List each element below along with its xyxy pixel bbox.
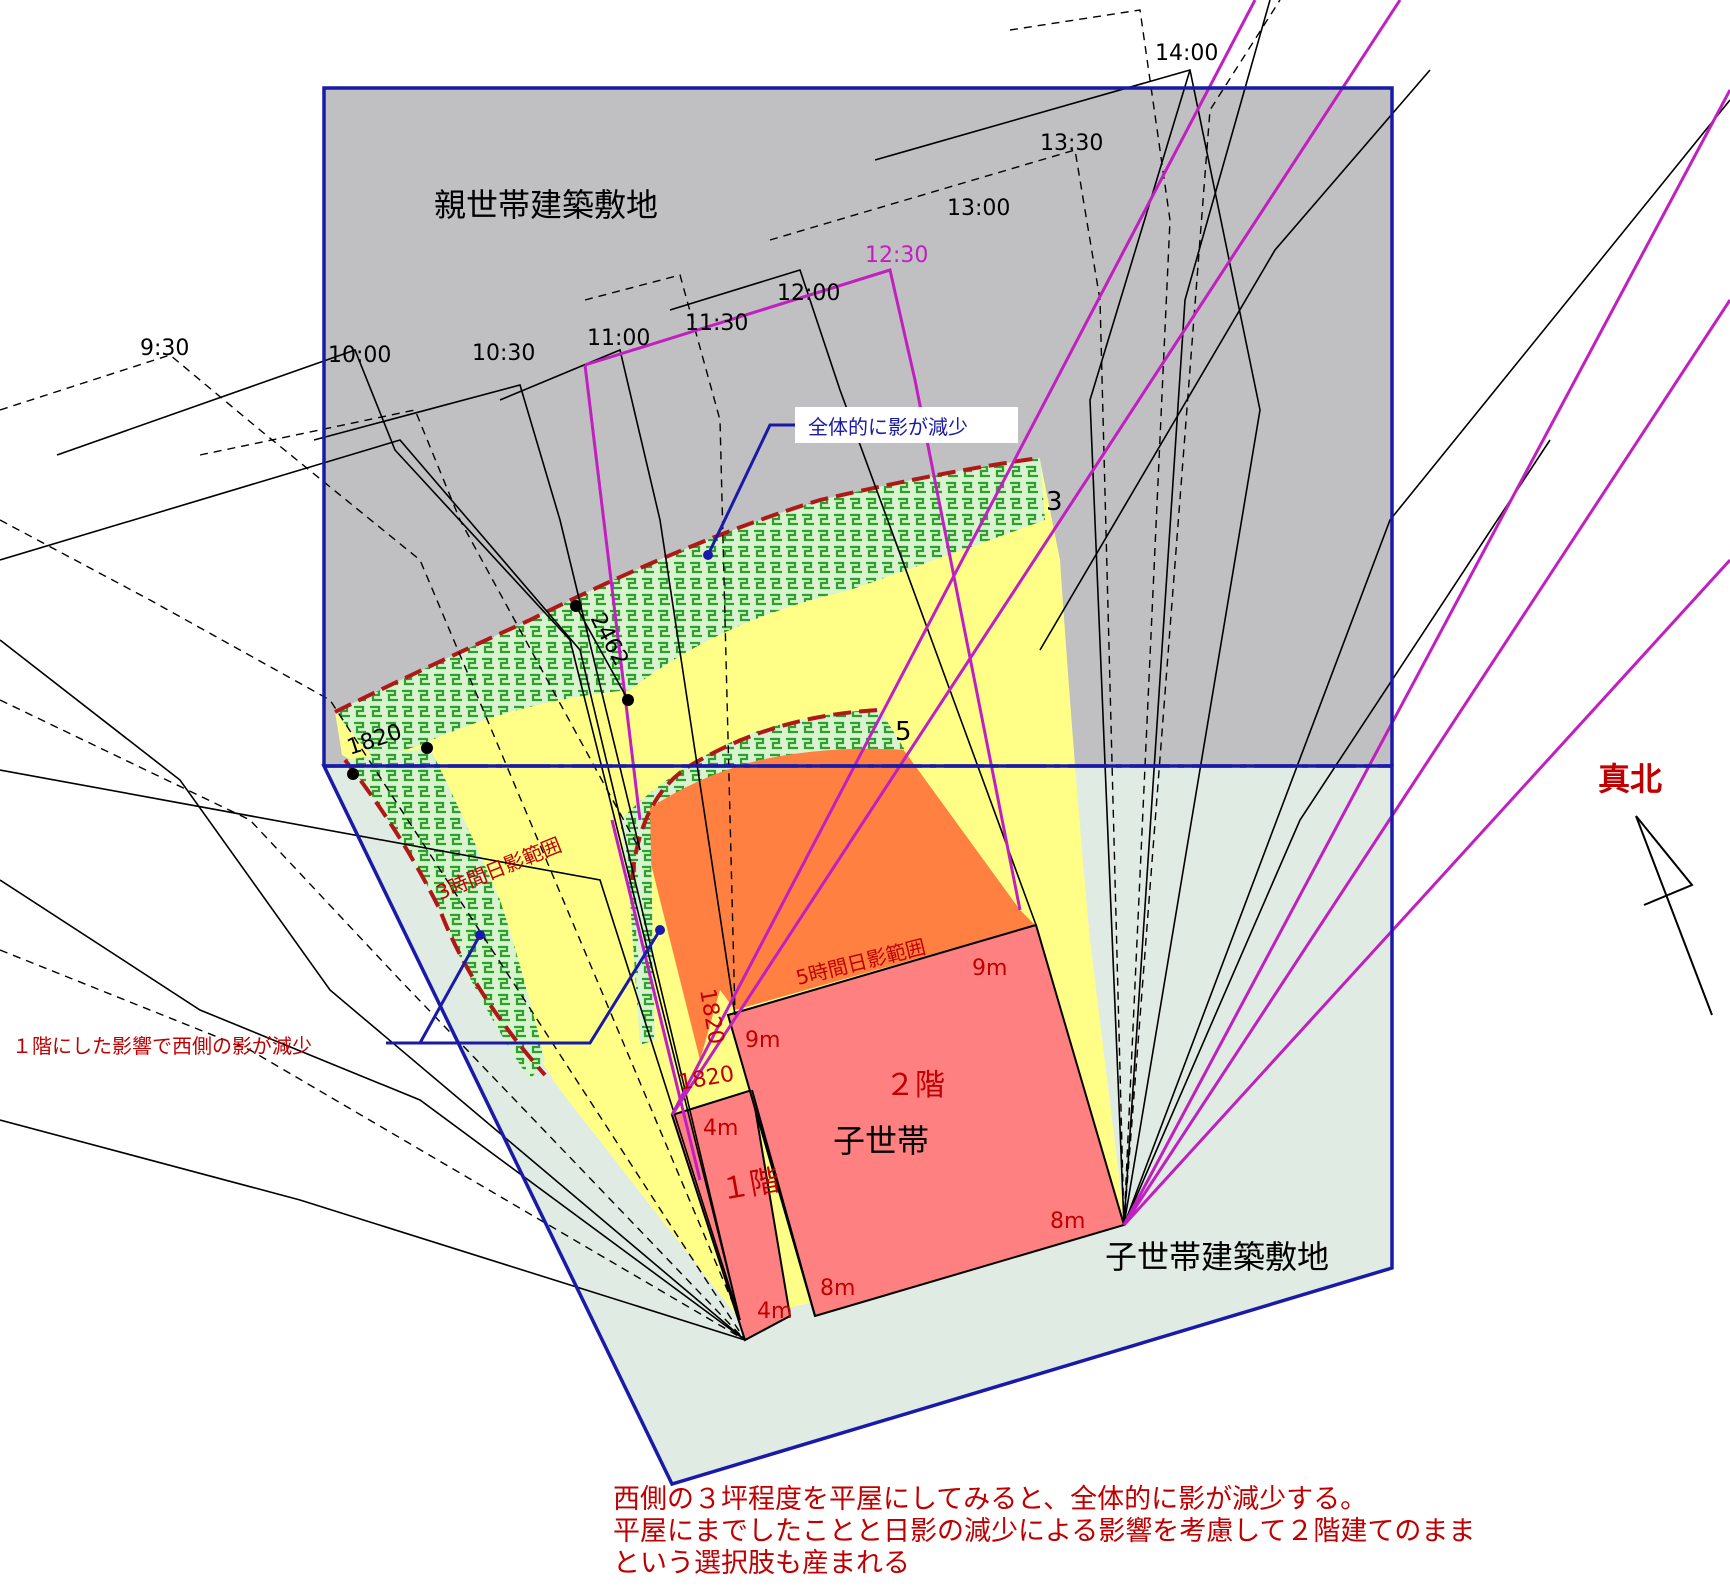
marker-3: 3 [1046,487,1063,517]
reduced-band-5h [620,710,905,1045]
dim-4m-top: 4m [703,1116,738,1141]
time-label-1330: 13:30 [1040,131,1103,156]
dim-9m-north: 9m [972,956,1007,981]
bottom-note-line1: 西側の３坪程度を平屋にしてみると、全体的に影が減少する。 [613,1484,1367,1515]
callout-west: １階にした影響で西側の影が減少 [12,925,665,1058]
boundary-3h-dashed [334,456,1041,714]
time-label-1000: 10:00 [328,343,391,368]
parent-site-border [322,86,1394,766]
bottom-note-line2: 平屋にまでしたことと日影の減少による影響を考慮して２階建てのまま [613,1516,1475,1547]
time-label-1230: 12:30 [865,243,928,268]
time-label-1300: 13:00 [947,196,1010,221]
time-label-1130: 11:30 [685,311,748,336]
house-floor1 [670,1088,792,1342]
parent-site-label: 親世帯建築敷地 [434,186,658,224]
child-site-label: 子世帯建築敷地 [1105,1238,1329,1276]
reduced-band-west [345,748,545,1080]
time-label-1030: 10:30 [472,341,535,366]
dim-4m-bottom: 4m [757,1299,792,1324]
reduced-band-upper [335,458,1045,760]
dim-8m-bottom: 8m [820,1276,855,1301]
time-label-1200: 12:00 [777,281,840,306]
shadow-zone-5h [640,741,1035,1060]
magenta-lines [583,0,1730,1227]
svg-text:全体的に影が減少: 全体的に影が減少 [808,415,968,439]
dim-9m-west: 9m [745,1028,780,1053]
time-label-1400: 14:00 [1155,41,1218,66]
shadow-lines [0,0,1730,1341]
time-label-1100: 11:00 [587,326,650,351]
north-label: 真北 [1598,760,1662,798]
time-label-0930: 9:30 [140,336,189,361]
north-arrow-icon [1635,815,1713,1016]
dim-8m-east: 8m [1050,1209,1085,1234]
callout-overall: 全体的に影が減少 [703,407,1018,560]
floor2-label: ２階 [885,1068,945,1103]
bottom-note-line3: という選択肢も産まれる [613,1548,910,1579]
marker-5: 5 [895,717,912,747]
child-house-label: 子世帯 [833,1122,929,1160]
svg-text:１階にした影響で西側の影が減少: １階にした影響で西側の影が減少 [12,1034,312,1058]
